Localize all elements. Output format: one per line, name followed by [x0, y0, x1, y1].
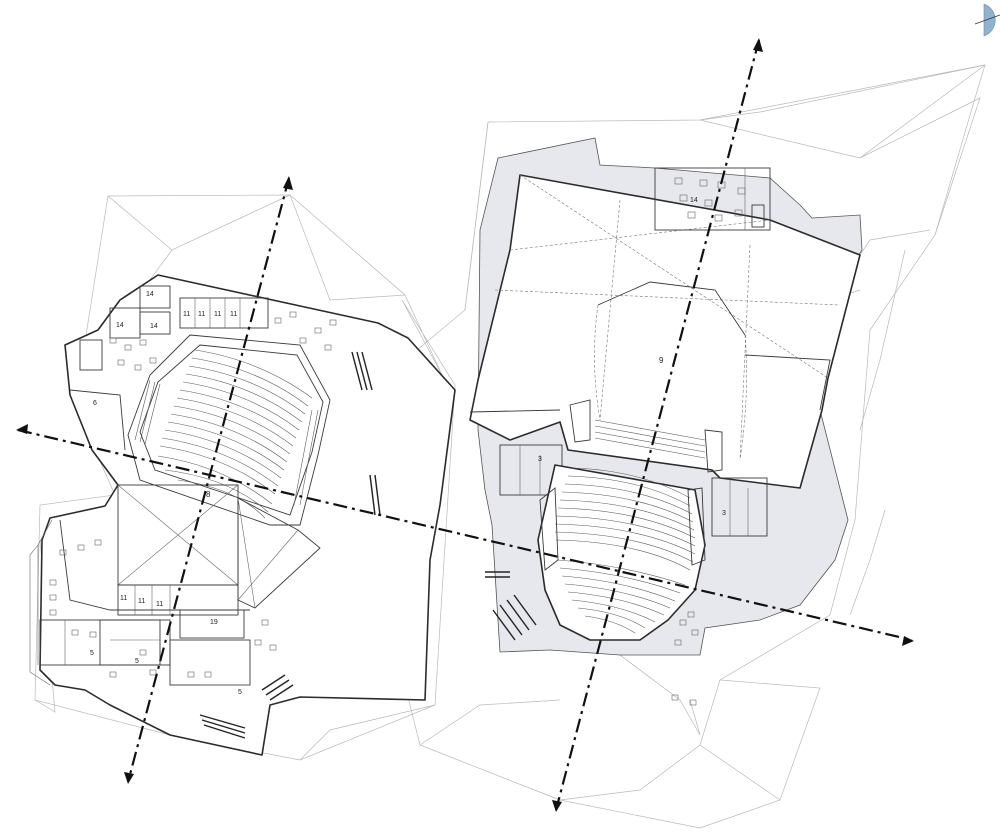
room-5-label: 5 [135, 658, 139, 665]
axis-horizontal [17, 428, 913, 642]
north-arrow-icon [974, 3, 1000, 37]
room-5-label: 5 [90, 650, 94, 657]
hall-9-label: 9 [659, 356, 664, 365]
room-6-label: 6 [93, 400, 97, 407]
room-14-label: 14 [146, 291, 154, 298]
axis-right-vertical [554, 39, 761, 811]
room-14-label: 14 [150, 323, 158, 330]
room-14-label: 14 [690, 197, 698, 204]
seating-large-hall [554, 467, 696, 634]
room-3-label: 3 [722, 510, 726, 517]
section-axes [16, 38, 914, 812]
section-arrow-icon [753, 38, 763, 52]
room-labels: 8 9 14 14 14 14 11 11 11 11 11 11 11 6 1… [90, 197, 726, 696]
room-5-label: 5 [238, 689, 242, 696]
room-11-label: 11 [183, 311, 190, 318]
room-19-label: 19 [210, 619, 218, 626]
hall-8-label: 8 [206, 490, 211, 499]
room-11-label: 11 [156, 601, 163, 608]
room-11-label: 11 [120, 595, 127, 602]
room-11-label: 11 [230, 311, 237, 318]
section-arrow-icon [16, 424, 28, 434]
building-right [469, 137, 863, 706]
section-arrow-icon [283, 176, 293, 190]
building-left [29, 274, 456, 756]
room-14-label: 14 [116, 322, 124, 329]
room-3-label: 3 [538, 456, 542, 463]
section-arrow-icon [902, 636, 914, 646]
furniture-left [49, 311, 337, 678]
axis-left-vertical [126, 177, 291, 783]
section-arrow-icon [552, 800, 562, 812]
seating-small-hall [157, 349, 313, 519]
room-11-label: 11 [138, 598, 145, 605]
section-arrow-icon [124, 772, 134, 784]
room-11-label: 11 [214, 311, 221, 318]
room-11-label: 11 [198, 311, 205, 318]
